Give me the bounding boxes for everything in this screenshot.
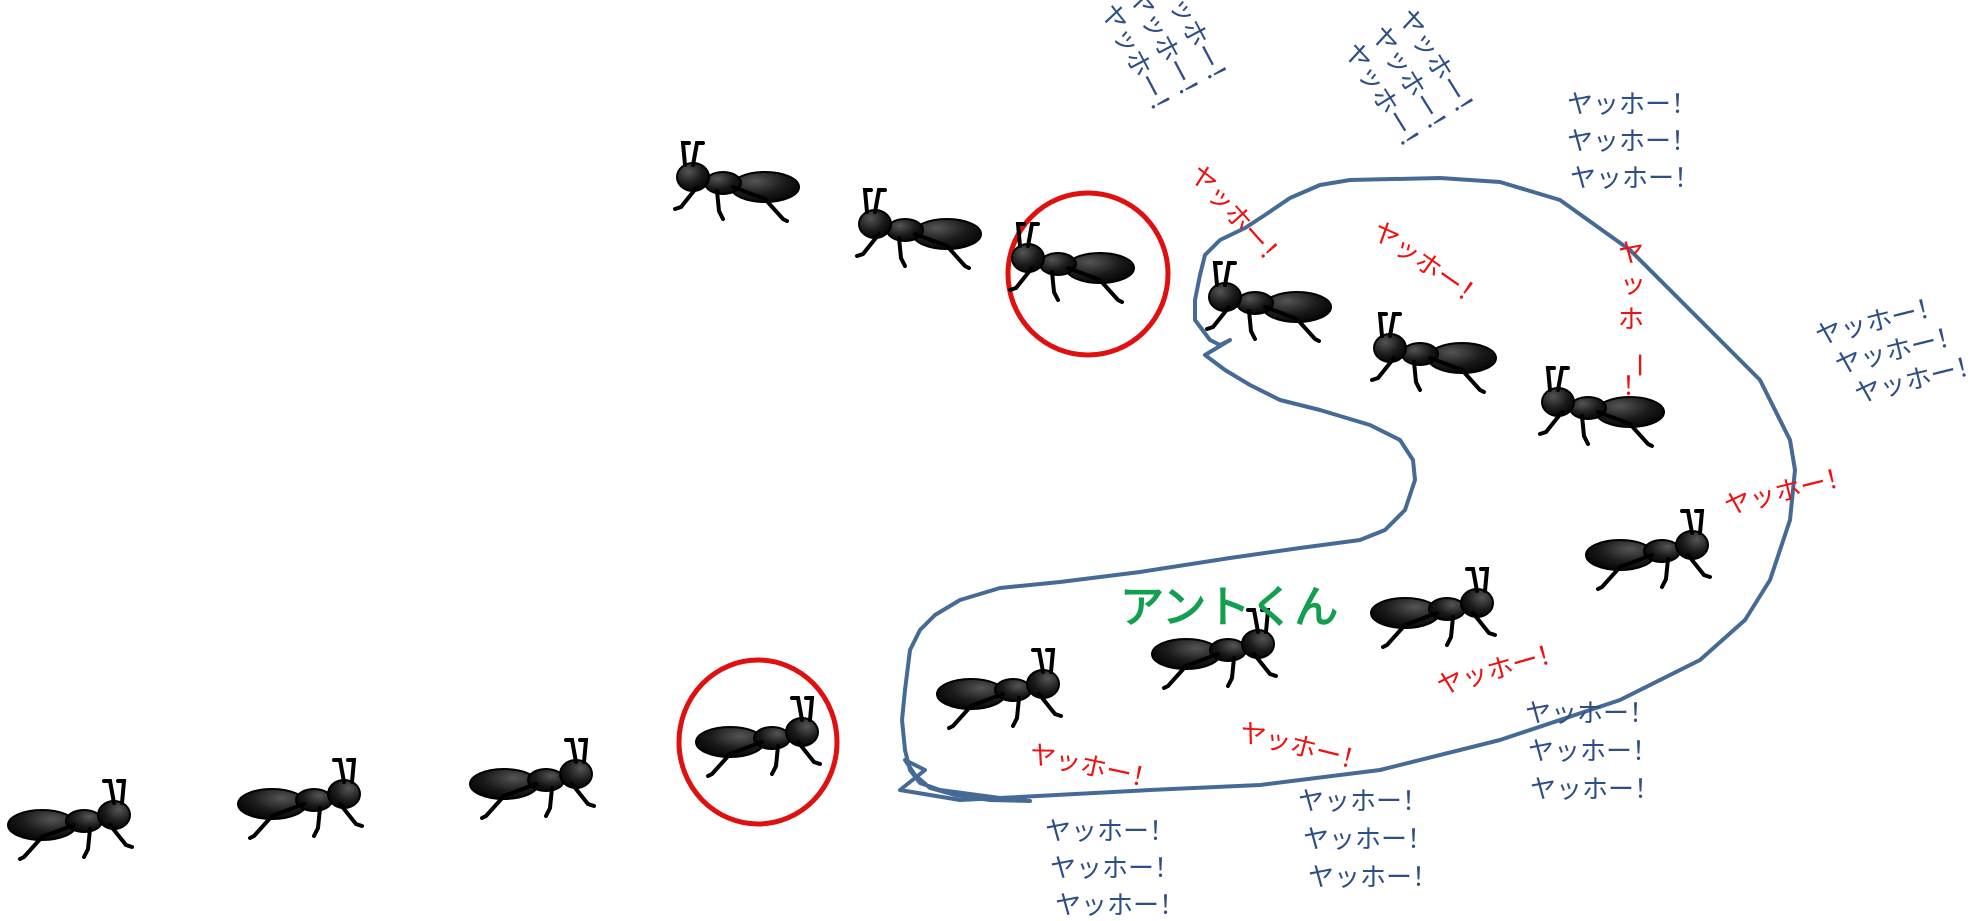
shout-group-bottom-middle: ヤッホー！ ヤッホー！ ヤッホー！: [1298, 787, 1438, 893]
shout-text: ヤッホー！: [1570, 164, 1700, 194]
shout-text-red: ヤッホー！: [1434, 637, 1567, 702]
ant: [468, 738, 596, 820]
shout-text-red: ヤッホー！: [1027, 740, 1160, 796]
ant: [1008, 222, 1136, 304]
ant: [673, 141, 801, 223]
shout-text: ヤッホー！: [1298, 787, 1428, 817]
shout-text: ヤッホー！: [1045, 817, 1175, 847]
vertical-shout-char: ヤ: [1618, 239, 1644, 269]
shout-text: ヤッホー！: [1303, 825, 1433, 855]
shout-text: ヤッホー！: [1567, 127, 1697, 157]
shout-group-top-right: ヤッホー！ ヤッホー！ ヤッホー！: [1567, 90, 1700, 194]
shout-text: ヤッホー！: [1528, 737, 1658, 767]
title-label: アントくん: [1120, 582, 1338, 633]
ant: [855, 188, 983, 270]
ant: [935, 648, 1063, 730]
ant: [1584, 509, 1712, 591]
shout-group-bottom-right: ヤッホー！ ヤッホー！ ヤッホー！: [1525, 699, 1660, 805]
enclosure-outline: [898, 176, 1797, 803]
shout-group-right: ヤッホー！ ヤッホー！ ヤッホー！: [1812, 291, 1974, 410]
shout-text-red: ヤッホー！: [1366, 216, 1490, 315]
ant: [6, 779, 134, 861]
shout-text: ヤッホー！: [1308, 863, 1438, 893]
shout-text: ヤッホー！: [1055, 891, 1185, 921]
vertical-shout-char: ホ: [1618, 305, 1644, 335]
highlight-circle-top: [1005, 190, 1171, 358]
shout-group-top-left: ヤッホー！ ヤッホー！ ヤッホー！: [1094, 0, 1238, 128]
ant: [1369, 567, 1497, 649]
vertical-shout-char: ！: [1622, 372, 1648, 402]
vertical-shout: ヤ ッ ホ ー ！: [1618, 239, 1653, 402]
shout-text-red: ヤッホー！: [1236, 718, 1369, 779]
shout-text: ヤッホー！: [1525, 699, 1655, 729]
ant: [236, 758, 364, 840]
shout-text: ヤッホー！: [1050, 854, 1180, 884]
shout-text-red: ヤッホー！: [1721, 461, 1854, 522]
shout-group-bottom-left: ヤッホー！ ヤッホー！ ヤッホー！: [1045, 817, 1185, 921]
shout-text: ヤッホー！: [1567, 90, 1697, 120]
ant: [694, 696, 822, 778]
vertical-shout-char: ッ: [1620, 270, 1646, 300]
shout-text: ヤッホー！: [1530, 775, 1660, 805]
shout-group-top-middle: ヤッホー！ ヤッホー！ ヤッホー！: [1337, 4, 1486, 164]
shout-text-red: ヤッホー！: [1183, 160, 1292, 277]
ant: [1370, 312, 1498, 394]
vertical-shout-char: ー: [1623, 352, 1653, 378]
highlight-circle-bottom: [676, 657, 840, 827]
